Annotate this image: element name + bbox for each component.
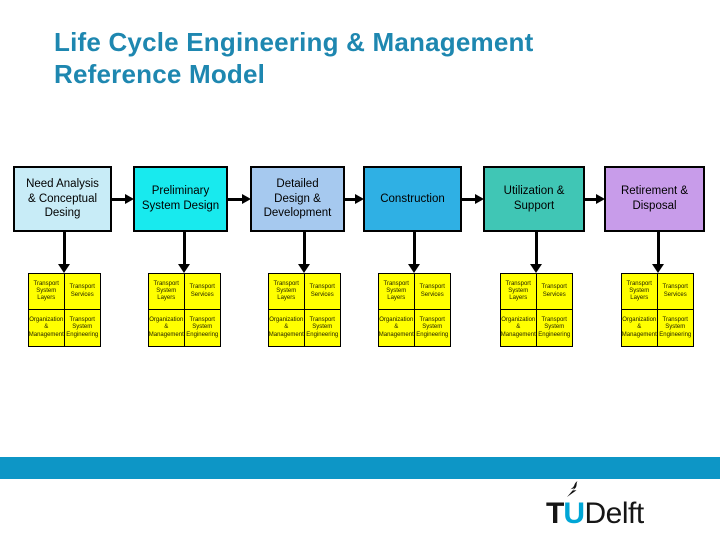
- matrix-cell: Transport System Engineering: [416, 317, 449, 338]
- flow-arrow-2: [228, 194, 251, 205]
- matrix-cell: Transport System Layers: [622, 274, 658, 310]
- arrow-down-icon: [652, 264, 664, 273]
- phase-box-construction: Construction: [363, 166, 462, 232]
- logo-letter-u: U: [563, 497, 585, 530]
- matrix-cell: Organization & Management: [379, 310, 415, 346]
- arrow-down-icon: [530, 264, 542, 273]
- matrix-cell: Transport Services: [657, 274, 693, 310]
- arrow-line: [534, 232, 538, 264]
- arrow-line: [412, 232, 416, 264]
- matrix-table-1: Transport System Layers Transport Servic…: [28, 273, 101, 347]
- matrix-table-3: Transport System Layers Transport Servic…: [268, 273, 341, 347]
- matrix-table-2: Transport System Layers Transport Servic…: [148, 273, 221, 347]
- matrix-table-4: Transport System Layers Transport Servic…: [378, 273, 451, 347]
- tu-delft-wordmark: TUDelft: [546, 496, 644, 532]
- slide-title-line1: Life Cycle Engineering & Management: [54, 27, 534, 57]
- down-arrow-2: [177, 232, 191, 273]
- phase-box-preliminary-design: Preliminary System Design: [133, 166, 228, 232]
- matrix-cell: Transport System Layers: [501, 274, 537, 310]
- matrix-cell: Transport Services: [184, 274, 220, 310]
- down-arrow-5: [529, 232, 543, 273]
- arrow-right-icon: [242, 194, 251, 204]
- matrix-cell: Transport System Engineering: [538, 317, 571, 338]
- phase-label: Detailed Design & Development: [263, 177, 332, 220]
- arrow-down-icon: [58, 264, 70, 273]
- phase-box-detailed-design: Detailed Design & Development: [250, 166, 345, 232]
- phase-label: Retirement & Disposal: [620, 185, 689, 212]
- matrix-cell: Organization & Management: [29, 310, 65, 346]
- logo-delft-text: Delft: [584, 497, 645, 530]
- tu-delft-logo: TUDelft: [546, 481, 686, 537]
- arrow-right-icon: [355, 194, 364, 204]
- matrix-cell: Transport System Engineering: [186, 317, 219, 338]
- matrix-cell: Transport System Engineering: [306, 317, 339, 338]
- flame-icon: [567, 481, 578, 497]
- phase-label: Need Analysis & Conceptual Desing: [26, 177, 99, 220]
- flow-arrow-3: [345, 194, 364, 205]
- phase-label: Preliminary System Design: [141, 185, 220, 212]
- arrow-line: [228, 198, 244, 201]
- matrix-cell: Transport Services: [536, 274, 572, 310]
- matrix-cell: Transport System Layers: [29, 274, 65, 310]
- matrix-cell: Transport Services: [414, 274, 450, 310]
- matrix-cell: Organization & Management: [622, 310, 658, 346]
- matrix-cell: Organization & Management: [501, 310, 537, 346]
- matrix-cell: Transport Services: [64, 274, 100, 310]
- phase-label: Construction: [380, 192, 445, 205]
- down-arrow-6: [651, 232, 665, 273]
- footer-accent-bar: [0, 457, 720, 479]
- phase-label: Utilization & Support: [503, 185, 565, 212]
- slide-title: Life Cycle Engineering & Management Refe…: [54, 26, 533, 90]
- matrix-cell: Transport System Layers: [149, 274, 185, 310]
- down-arrow-4: [407, 232, 421, 273]
- arrow-down-icon: [408, 264, 420, 273]
- matrix-cell: Transport Services: [304, 274, 340, 310]
- logo-letter-t: T: [546, 497, 564, 530]
- arrow-line: [585, 198, 598, 201]
- arrow-right-icon: [596, 194, 605, 204]
- arrow-line: [62, 232, 66, 264]
- phase-box-utilization-support: Utilization & Support: [483, 166, 585, 232]
- arrow-line: [182, 232, 186, 264]
- flow-arrow-4: [462, 194, 484, 205]
- arrow-line: [345, 198, 357, 201]
- arrow-line: [112, 198, 127, 201]
- matrix-table-6: Transport System Layers Transport Servic…: [621, 273, 694, 347]
- arrow-line: [462, 198, 477, 201]
- down-arrow-1: [57, 232, 71, 273]
- matrix-cell: Organization & Management: [149, 310, 185, 346]
- matrix-cell: Organization & Management: [269, 310, 305, 346]
- phase-box-retirement-disposal: Retirement & Disposal: [604, 166, 705, 232]
- matrix-cell: Transport System Engineering: [66, 317, 99, 338]
- arrow-right-icon: [125, 194, 134, 204]
- phase-box-need-analysis: Need Analysis & Conceptual Desing: [13, 166, 112, 232]
- flow-arrow-1: [112, 194, 134, 205]
- arrow-down-icon: [178, 264, 190, 273]
- matrix-cell: Transport System Engineering: [659, 317, 692, 338]
- arrow-right-icon: [475, 194, 484, 204]
- flow-arrow-5: [585, 194, 605, 205]
- matrix-cell: Transport System Layers: [269, 274, 305, 310]
- arrow-line: [302, 232, 306, 264]
- matrix-table-5: Transport System Layers Transport Servic…: [500, 273, 573, 347]
- slide-title-line2: Reference Model: [54, 59, 266, 89]
- matrix-cell: Transport System Layers: [379, 274, 415, 310]
- arrow-down-icon: [298, 264, 310, 273]
- down-arrow-3: [297, 232, 311, 273]
- arrow-line: [656, 232, 660, 264]
